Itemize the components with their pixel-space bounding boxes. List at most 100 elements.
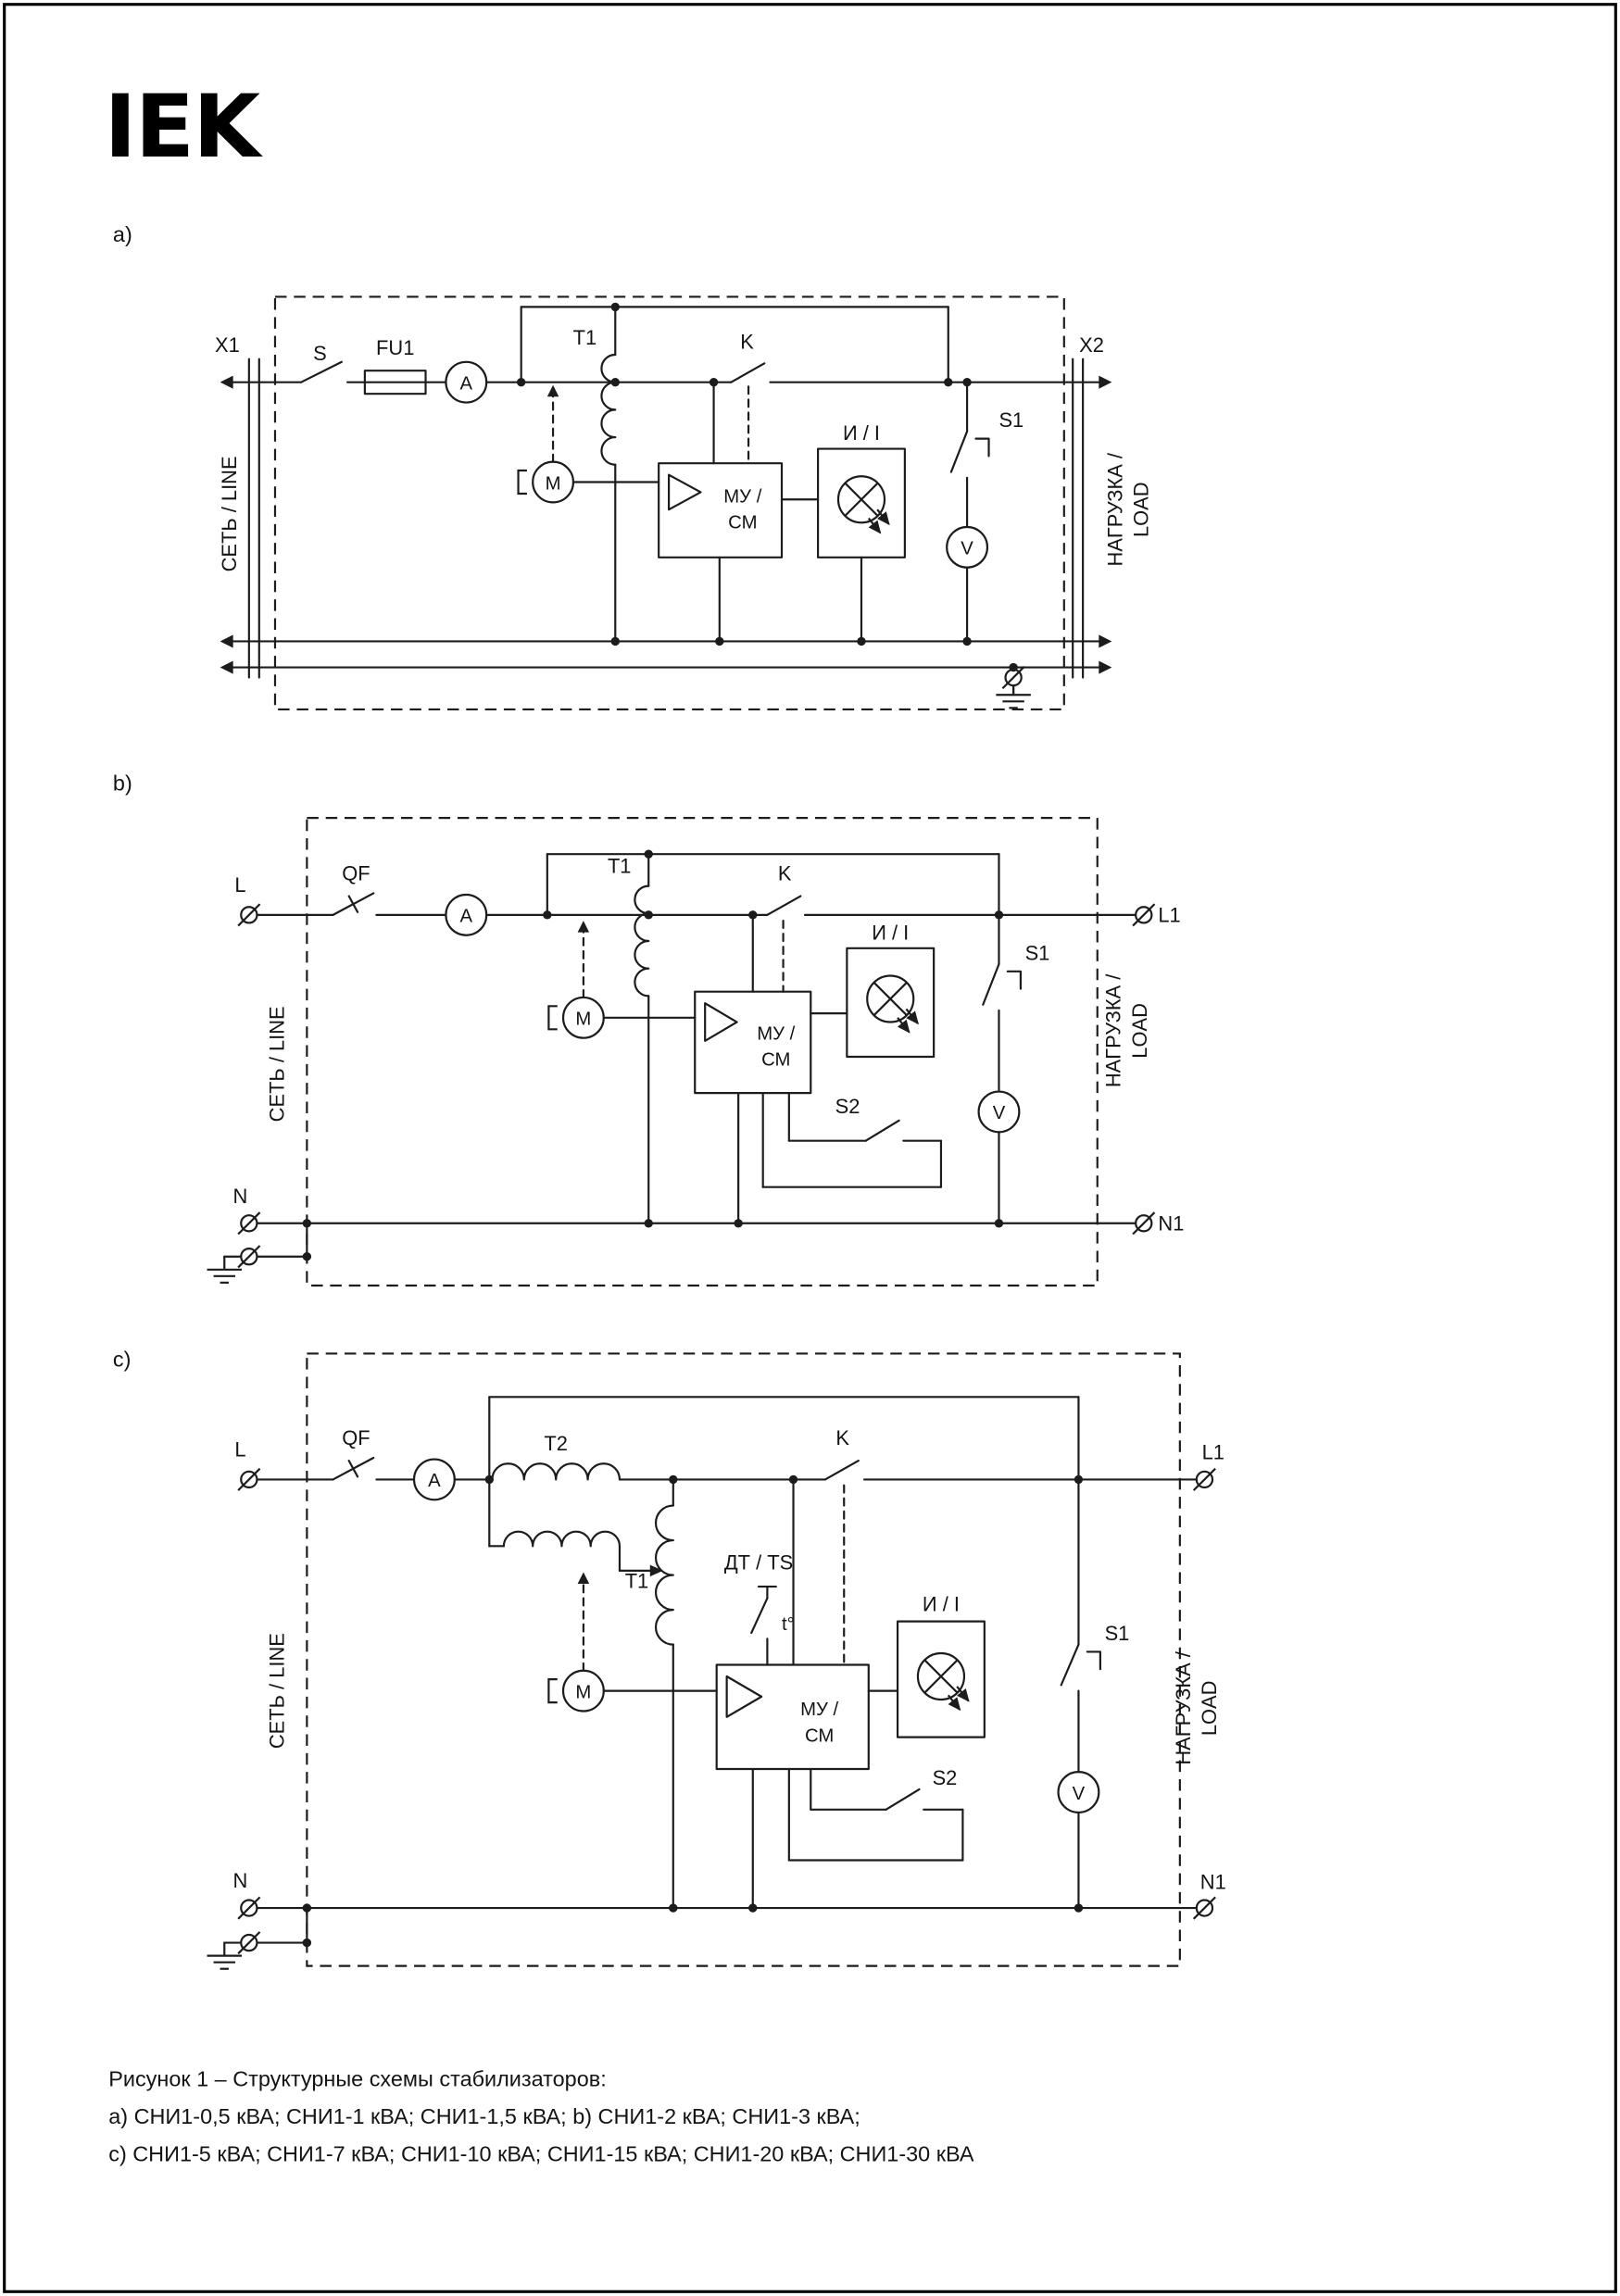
label-load2-c: LOAD	[1198, 1681, 1221, 1737]
label-indicator-b: И / I	[872, 921, 909, 944]
amplifier-icon-a	[668, 473, 702, 511]
label-t2-c: T2	[544, 1432, 568, 1455]
caption-line-1: Рисунок 1 – Структурные схемы стабилизат…	[108, 2066, 606, 2090]
label-line-a: СЕТЬ / LINE	[218, 456, 241, 571]
transformer-t1-coil-b	[634, 885, 650, 997]
label-mu-c: МУ /	[800, 1700, 838, 1720]
fuse-symbol-a	[363, 370, 427, 395]
label-qf-c: QF	[342, 1426, 370, 1449]
label-n1-c: N1	[1200, 1871, 1226, 1894]
label-l1-b: L1	[1158, 904, 1180, 927]
brand-logo: IEK	[105, 77, 264, 178]
amplifier-icon-b	[704, 1002, 738, 1042]
amplifier-icon-c	[725, 1675, 763, 1718]
motor-symbol-c	[561, 1669, 605, 1713]
terminal-l1-b	[1131, 903, 1156, 927]
motor-brush-icon-a	[517, 469, 529, 496]
label-motor-b: M	[575, 1010, 591, 1030]
drive-arrow-icon-b	[577, 921, 590, 933]
junction-dots-a	[516, 302, 1018, 672]
drive-arrow-icon-c	[577, 1572, 590, 1584]
transformer-t2-coil-c	[491, 1462, 622, 1481]
caption-line-2: a) СНИ1-0,5 кВА; СНИ1-1 кВА; СНИ1-1,5 кВ…	[108, 2104, 860, 2128]
earth-ground-icon-a	[995, 694, 1032, 709]
label-t1-a: T1	[573, 326, 597, 349]
label-s1-b: S1	[1025, 941, 1050, 964]
label-s2-b: S2	[835, 1095, 860, 1118]
label-t1-c: T1	[625, 1570, 649, 1593]
wires-b	[223, 853, 1137, 1270]
enclosure-outline-b	[306, 817, 1099, 1287]
label-indicator-c: И / I	[923, 1593, 960, 1616]
indicator-box-b	[846, 947, 936, 1059]
ammeter-symbol-b	[445, 893, 488, 936]
control-unit-box-b	[694, 990, 812, 1095]
ground-terminal-b	[237, 1244, 261, 1269]
label-indicator-a: И / I	[843, 421, 880, 445]
terminal-l-b	[237, 903, 261, 927]
brush-arrow-icon-c	[649, 1564, 663, 1577]
label-load1-a: НАГРУЗКА /	[1103, 452, 1126, 566]
figure-index-a: a)	[113, 222, 132, 246]
earth-ground-icon-c	[206, 1954, 244, 1970]
label-ammeter-a: A	[460, 373, 473, 394]
label-l-c: L	[234, 1437, 245, 1461]
diagram-a: a)	[113, 222, 1152, 711]
wires-a	[232, 306, 1100, 695]
label-k-b: K	[778, 861, 792, 885]
motor-brush-icon-b	[547, 1005, 559, 1031]
label-s: S	[313, 342, 327, 365]
terminal-l-c	[237, 1467, 261, 1492]
label-qf-b: QF	[342, 861, 370, 885]
label-n1-b: N1	[1158, 1212, 1184, 1236]
voltmeter-symbol-b	[977, 1090, 1021, 1134]
label-n-b: N	[233, 1185, 248, 1208]
label-dt-ts-c: ДТ / TS	[724, 1550, 793, 1574]
label-sm-b: СМ	[761, 1049, 790, 1070]
label-line-c: СЕТЬ / LINE	[265, 1633, 288, 1749]
wires-c	[223, 1396, 1198, 1956]
label-x1: X1	[215, 333, 240, 357]
diagram-c: c)	[113, 1348, 1226, 1970]
enclosure-outline-c	[306, 1352, 1181, 1967]
drive-arrow-icon-a	[546, 384, 559, 397]
label-k-c: K	[835, 1426, 849, 1449]
junction-dots-b	[302, 849, 1004, 1261]
transformer-t2-primary-coil-c	[502, 1530, 622, 1548]
motor-symbol-a	[532, 460, 575, 504]
caption-line-3: c) СНИ1-5 кВА; СНИ1-7 кВА; СНИ1-10 кВА; …	[108, 2142, 974, 2166]
terminal-n-b	[237, 1211, 261, 1236]
indicator-box-c	[896, 1620, 986, 1738]
figure-caption: Рисунок 1 – Структурные схемы стабилизат…	[108, 2066, 974, 2165]
label-t1-b: T1	[608, 855, 632, 878]
label-mu-b: МУ /	[757, 1023, 795, 1044]
label-mu-a: МУ /	[723, 486, 761, 507]
diagram-b: b)	[113, 771, 1184, 1287]
ground-terminal-c	[237, 1930, 261, 1955]
voltmeter-symbol-a	[946, 525, 989, 569]
control-unit-box-c	[715, 1663, 870, 1771]
label-fu1: FU1	[376, 336, 414, 359]
label-s1-a: S1	[998, 408, 1023, 432]
label-load2-a: LOAD	[1129, 482, 1152, 537]
transformer-t1-coil-c	[655, 1504, 674, 1646]
label-l1-c: L1	[1202, 1441, 1224, 1464]
label-x2: X2	[1079, 333, 1104, 357]
label-motor-a: M	[546, 473, 561, 494]
label-voltmeter-b: V	[993, 1103, 1006, 1123]
motor-brush-icon-c	[547, 1678, 559, 1704]
label-load1-c: НАГРУЗКА /	[1172, 1650, 1195, 1764]
indicator-lamp-icon-a	[838, 476, 889, 533]
terminal-n-c	[237, 1896, 261, 1920]
terminal-n1-c	[1192, 1896, 1217, 1920]
voltmeter-symbol-c	[1057, 1771, 1100, 1814]
label-ammeter-c: A	[428, 1471, 441, 1491]
terminal-n1-b	[1131, 1211, 1156, 1236]
label-l-b: L	[234, 873, 245, 897]
label-n-c: N	[233, 1869, 248, 1892]
figure-index-b: b)	[113, 771, 132, 795]
label-k-a: K	[740, 331, 754, 354]
ammeter-symbol-a	[445, 360, 488, 404]
motor-symbol-b	[561, 996, 605, 1039]
